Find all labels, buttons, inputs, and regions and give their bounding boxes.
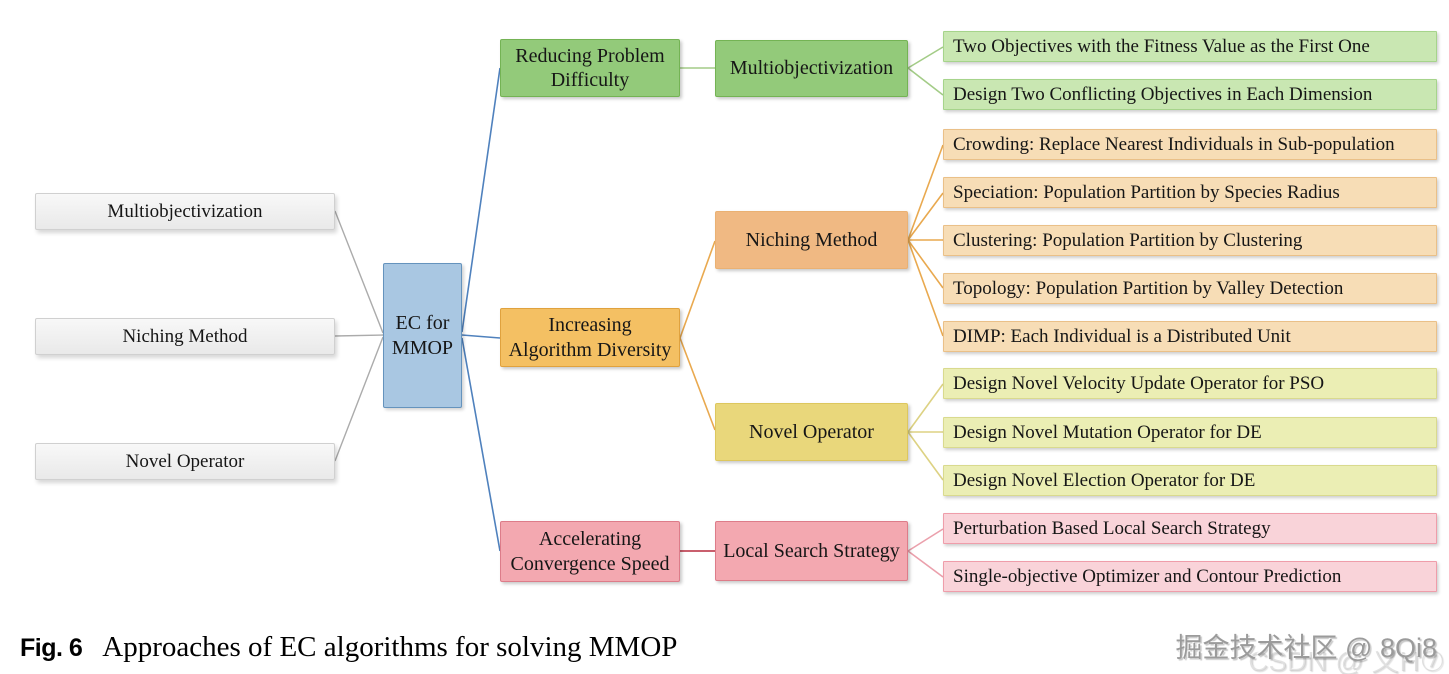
leaf-election-de: Design Novel Election Operator for DE [943, 465, 1437, 496]
leaf-mutation-de: Design Novel Mutation Operator for DE [943, 417, 1437, 448]
node-niching-method: Niching Method [715, 211, 908, 269]
leaf-topology: Topology: Population Partition by Valley… [943, 273, 1437, 304]
leaf-two-objectives-fitness-first: Two Objectives with the Fitness Value as… [943, 31, 1437, 62]
left-item-novel-operator: Novel Operator [35, 443, 335, 480]
pink-connectors [680, 528, 944, 578]
left-item-multiobjectivization: Multiobjectivization [35, 193, 335, 230]
figure-caption-label: Fig. 6 [20, 634, 83, 662]
branch-increasing-algorithm-diversity: Increasing Algorithm Diversity [500, 308, 680, 367]
node-local-search-strategy: Local Search Strategy [715, 521, 908, 581]
figure-caption: Fig. 6 Approaches of EC algorithms for s… [20, 631, 677, 664]
branch-reducing-problem-difficulty: Reducing Problem Difficulty [500, 39, 680, 97]
gray-connectors [334, 210, 384, 462]
leaf-two-conflicting-objectives: Design Two Conflicting Objectives in Eac… [943, 79, 1437, 110]
figure-caption-text: Approaches of EC algorithms for solving … [102, 631, 678, 663]
yellow-connectors [907, 383, 944, 481]
leaf-single-objective-contour: Single-objective Optimizer and Contour P… [943, 561, 1437, 592]
node-multiobjectivization: Multiobjectivization [715, 40, 908, 97]
leaf-perturbation-local-search: Perturbation Based Local Search Strategy [943, 513, 1437, 544]
green-connectors [680, 46, 944, 96]
blue-connectors [461, 67, 501, 552]
node-novel-operator: Novel Operator [715, 403, 908, 461]
leaf-crowding: Crowding: Replace Nearest Individuals in… [943, 129, 1437, 160]
leaf-velocity-update-pso: Design Novel Velocity Update Operator fo… [943, 368, 1437, 399]
left-item-niching-method: Niching Method [35, 318, 335, 355]
leaf-clustering: Clustering: Population Partition by Clus… [943, 225, 1437, 256]
leaf-speciation: Speciation: Population Partition by Spec… [943, 177, 1437, 208]
orange-connectors [679, 144, 944, 431]
leaf-dimp: DIMP: Each Individual is a Distributed U… [943, 321, 1437, 352]
branch-accelerating-convergence-speed: Accelerating Convergence Speed [500, 521, 680, 582]
root-node-ec-for-mmop: EC for MMOP [383, 263, 462, 408]
